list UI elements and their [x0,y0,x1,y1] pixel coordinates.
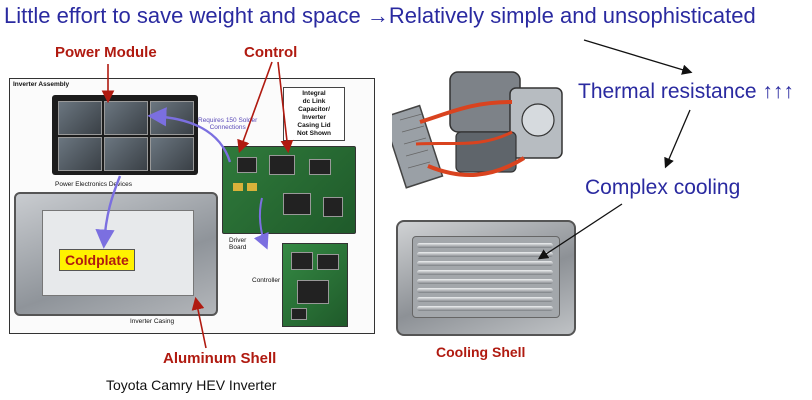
complex-cooling-note: Complex cooling [585,176,741,199]
inverter-assembly-title: Inverter Assembly [13,81,70,88]
thermal-resistance-note: Thermal resistance ↑↑↑ [578,80,794,103]
aluminum-shell-pointer [191,296,207,349]
headline-to-thermal-arrow [583,39,693,75]
thermal-to-cooling-arrow [664,109,691,169]
dc-link-capacitor-callout: Integral dc Link Capacitor/ Inverter Cas… [283,87,345,141]
driver-board-label: Driver Board [229,237,247,251]
controller-label: Controller [252,277,281,284]
cooling-shell-label: Cooling Shell [436,344,526,360]
cooling-to-shell-arrow [537,203,623,260]
engine-radiator-image [392,71,563,189]
power-to-coldplate-arrow [95,175,122,249]
coldplate-label: Coldplate [59,249,135,271]
control-pointer-a [237,61,273,154]
power-module-label: Power Module [55,44,157,61]
figure-caption: Toyota Camry HEV Inverter [106,377,277,393]
solder-connections-arrow [147,107,232,163]
driver-board-arrow [253,197,269,250]
headline: Little effort to save weight and space →… [4,3,756,28]
cooling-shell-image [396,220,576,336]
power-module-image [52,95,198,175]
control-pointer-b [277,61,294,154]
aluminum-shell-label: Aluminum Shell [163,350,277,367]
driver-board-image [222,146,356,234]
solder-connections-note: Requires 150 Solder Connections [198,117,258,131]
control-label: Control [244,44,298,61]
inverter-casing-label: Inverter Casing [130,318,175,325]
power-electronics-devices-label: Power Electronics Devices [55,181,132,188]
controller-board-image [282,243,348,327]
